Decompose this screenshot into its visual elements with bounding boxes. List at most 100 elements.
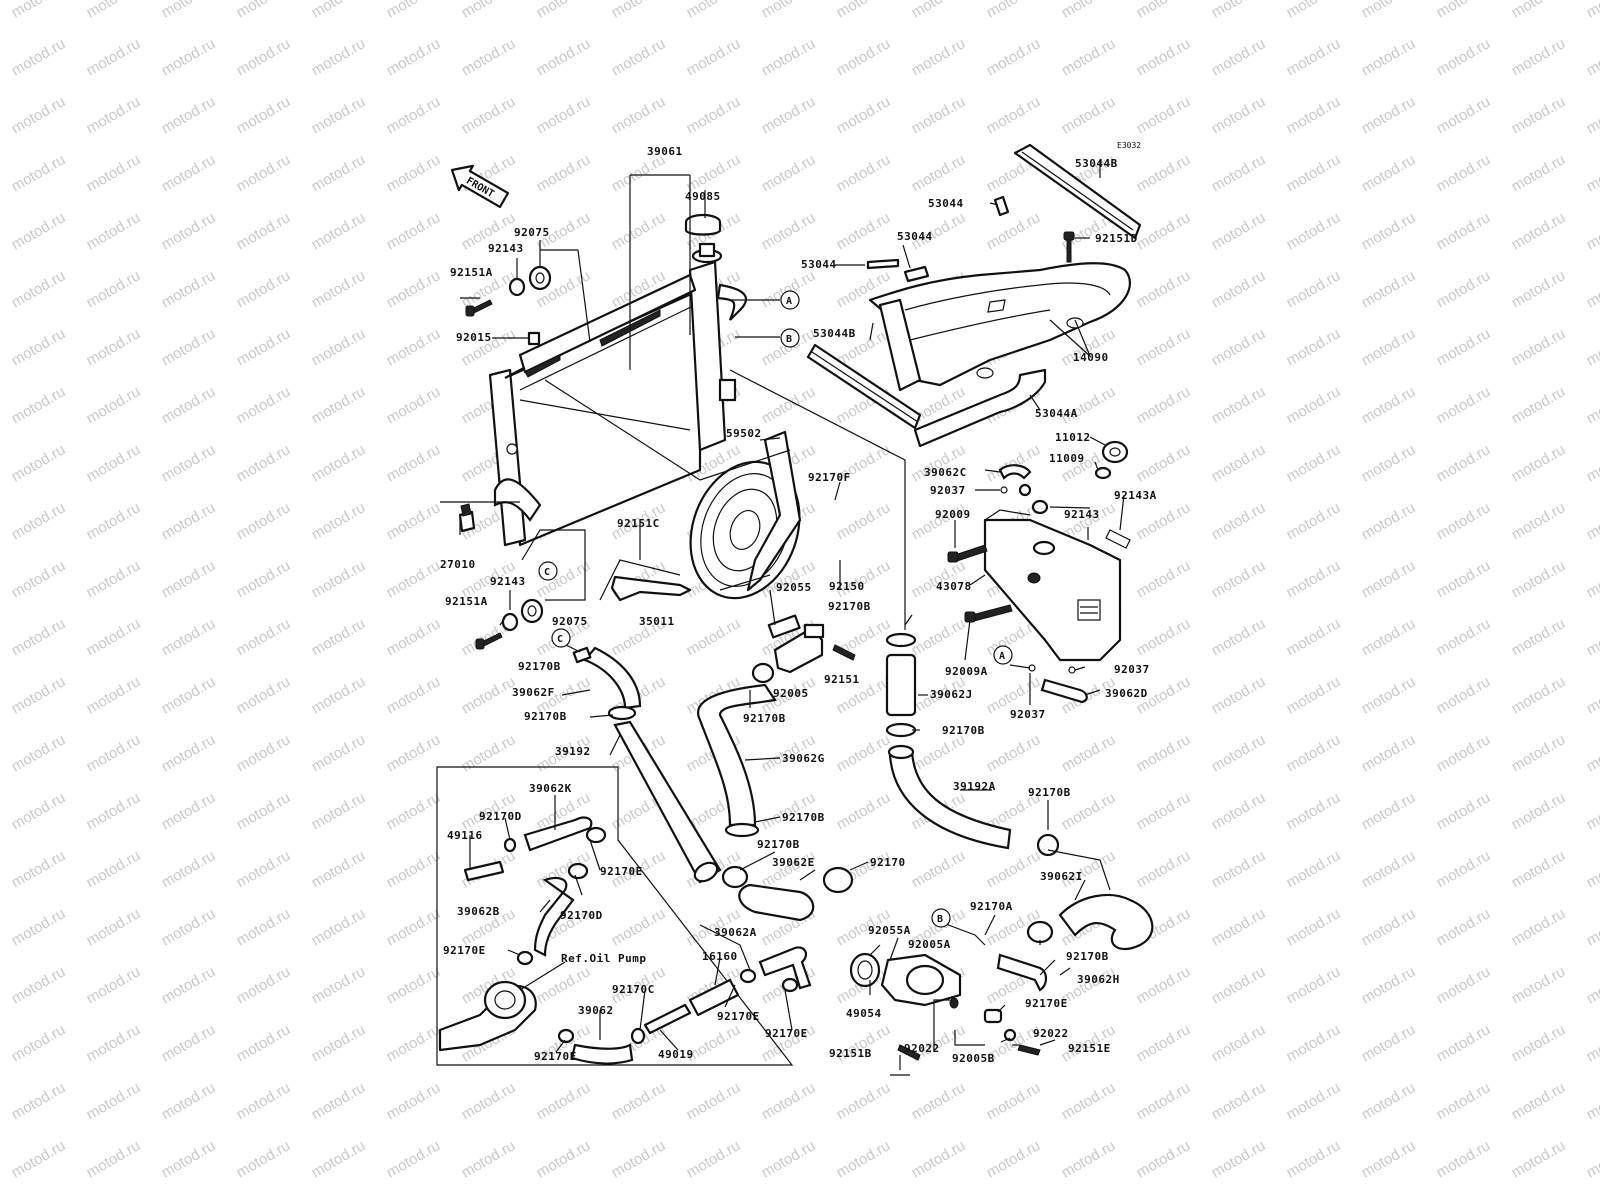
watermark-text: motod.ru — [384, 673, 444, 717]
part-label-92015: 92015 — [456, 331, 492, 344]
watermark-text: motod.ru — [459, 35, 519, 79]
watermark-text: motod.ru — [9, 35, 69, 79]
part-label-53044B-b: 53044B — [813, 327, 856, 340]
watermark-text: motod.ru — [9, 905, 69, 949]
watermark-text: motod.ru — [684, 1195, 744, 1200]
watermark-text: motod.ru — [1209, 905, 1269, 949]
part-label-92151A-b: 92151A — [445, 595, 488, 608]
watermark-text: motod.ru — [609, 93, 669, 137]
watermark-text: motod.ru — [1134, 0, 1194, 21]
watermark-text: motod.ru — [684, 615, 744, 659]
watermark-text: motod.ru — [84, 325, 144, 369]
marker-c-left: C — [544, 567, 550, 578]
watermark-text: motod.ru — [1134, 963, 1194, 1007]
watermark-text: motod.ru — [1359, 151, 1419, 195]
watermark-text: motod.ru — [159, 0, 219, 21]
watermark-text: motod.ru — [309, 383, 369, 427]
watermark-text: motod.ru — [1434, 905, 1494, 949]
watermark-text: motod.ru — [759, 93, 819, 137]
watermark-text: motod.ru — [1434, 1195, 1494, 1200]
watermark-text: motod.ru — [1209, 35, 1269, 79]
watermark-text: motod.ru — [1209, 789, 1269, 833]
part-label-92170B-b: 92170B — [518, 660, 561, 673]
watermark-text: motod.ru — [1284, 209, 1344, 253]
watermark-text: motod.ru — [1359, 499, 1419, 543]
watermark-text: motod.ru — [9, 847, 69, 891]
watermark-text: motod.ru — [384, 499, 444, 543]
watermark-text: motod.ru — [1359, 1079, 1419, 1123]
cooling-fan — [689, 430, 802, 600]
watermark-text: motod.ru — [984, 441, 1044, 485]
watermark-text: motod.ru — [1509, 673, 1569, 717]
watermark-text: motod.ru — [534, 35, 594, 79]
fitting-92005 — [767, 614, 856, 674]
watermark-text: motod.ru — [909, 93, 969, 137]
watermark-text: motod.ru — [909, 0, 969, 21]
watermark-text: motod.ru — [309, 1079, 369, 1123]
watermark-text: motod.ru — [1209, 441, 1269, 485]
watermark-text: motod.ru — [834, 0, 894, 21]
watermark-text: motod.ru — [234, 35, 294, 79]
watermark-text: motod.ru — [909, 847, 969, 891]
watermark-text: motod.ru — [9, 1079, 69, 1123]
watermark-text: motod.ru — [1359, 673, 1419, 717]
part-label-92037-a: 92037 — [930, 484, 966, 497]
watermark-text: motod.ru — [1059, 1195, 1119, 1200]
watermark-text: motod.ru — [909, 35, 969, 79]
watermark-text: motod.ru — [159, 673, 219, 717]
water-pump-cover — [849, 952, 1041, 1061]
watermark-text: motod.ru — [9, 93, 69, 137]
marker-a-tank: A — [999, 651, 1005, 662]
watermark-text: motod.ru — [534, 1079, 594, 1123]
part-labels: 39061 49085 92075 92143 92151A 92015 595… — [440, 145, 1157, 1065]
watermark-text: motod.ru — [9, 1021, 69, 1065]
watermark-text: motod.ru — [1209, 151, 1269, 195]
watermark-text: motod.ru — [84, 151, 144, 195]
part-label-39192: 39192 — [555, 745, 591, 758]
radiator-drawing — [488, 242, 748, 547]
shroud-14090 — [868, 262, 1131, 392]
watermark-text: motod.ru — [159, 1079, 219, 1123]
watermark-text: motod.ru — [909, 1137, 969, 1181]
watermark-text: motod.ru — [1209, 557, 1269, 601]
part-label-53044-b: 53044 — [897, 230, 933, 243]
watermark-text: motod.ru — [1509, 963, 1569, 1007]
watermark-text: motod.ru — [84, 731, 144, 775]
watermark-text: motod.ru — [84, 1021, 144, 1065]
watermark-text: motod.ru — [1434, 615, 1494, 659]
watermark-text: motod.ru — [1509, 1137, 1569, 1181]
watermark-text: motod.ru — [84, 1195, 144, 1200]
part-label-92143A: 92143A — [1114, 489, 1157, 502]
watermark-text: motod.ru — [1434, 673, 1494, 717]
watermark-text: motod.ru — [1434, 325, 1494, 369]
watermark-text: motod.ru — [984, 1079, 1044, 1123]
part-label-92075: 92075 — [514, 226, 550, 239]
watermark-text: motod.ru — [1584, 267, 1600, 311]
watermark-text: motod.ru — [1284, 499, 1344, 543]
watermark-text: motod.ru — [609, 1195, 669, 1200]
watermark-text: motod.ru — [1134, 209, 1194, 253]
watermark-text: motod.ru — [309, 93, 369, 137]
watermark-text: motod.ru — [459, 1137, 519, 1181]
watermark-text: motod.ru — [84, 209, 144, 253]
watermark-text: motod.ru — [234, 325, 294, 369]
watermark-text: motod.ru — [9, 557, 69, 601]
watermark-text: motod.ru — [1434, 731, 1494, 775]
part-label-11012: 11012 — [1055, 431, 1091, 444]
watermark-text: motod.ru — [1359, 441, 1419, 485]
part-label-39062A: 39062A — [714, 926, 757, 939]
watermark-text: motod.ru — [1134, 441, 1194, 485]
watermark-text: motod.ru — [1359, 963, 1419, 1007]
part-label-39062G: 39062G — [782, 752, 825, 765]
watermark-text: motod.ru — [1584, 789, 1600, 833]
watermark-text: motod.ru — [1209, 93, 1269, 137]
part-label-39062B: 39062B — [457, 905, 500, 918]
part-label-92170: 92170 — [870, 856, 906, 869]
watermark-text: motod.ru — [1359, 1021, 1419, 1065]
watermark-text: motod.ru — [1209, 963, 1269, 1007]
watermark-text: motod.ru — [1059, 0, 1119, 21]
watermark-text: motod.ru — [1359, 789, 1419, 833]
watermark-text: motod.ru — [84, 93, 144, 137]
watermark-text: motod.ru — [309, 905, 369, 949]
watermark-text: motod.ru — [309, 1021, 369, 1065]
